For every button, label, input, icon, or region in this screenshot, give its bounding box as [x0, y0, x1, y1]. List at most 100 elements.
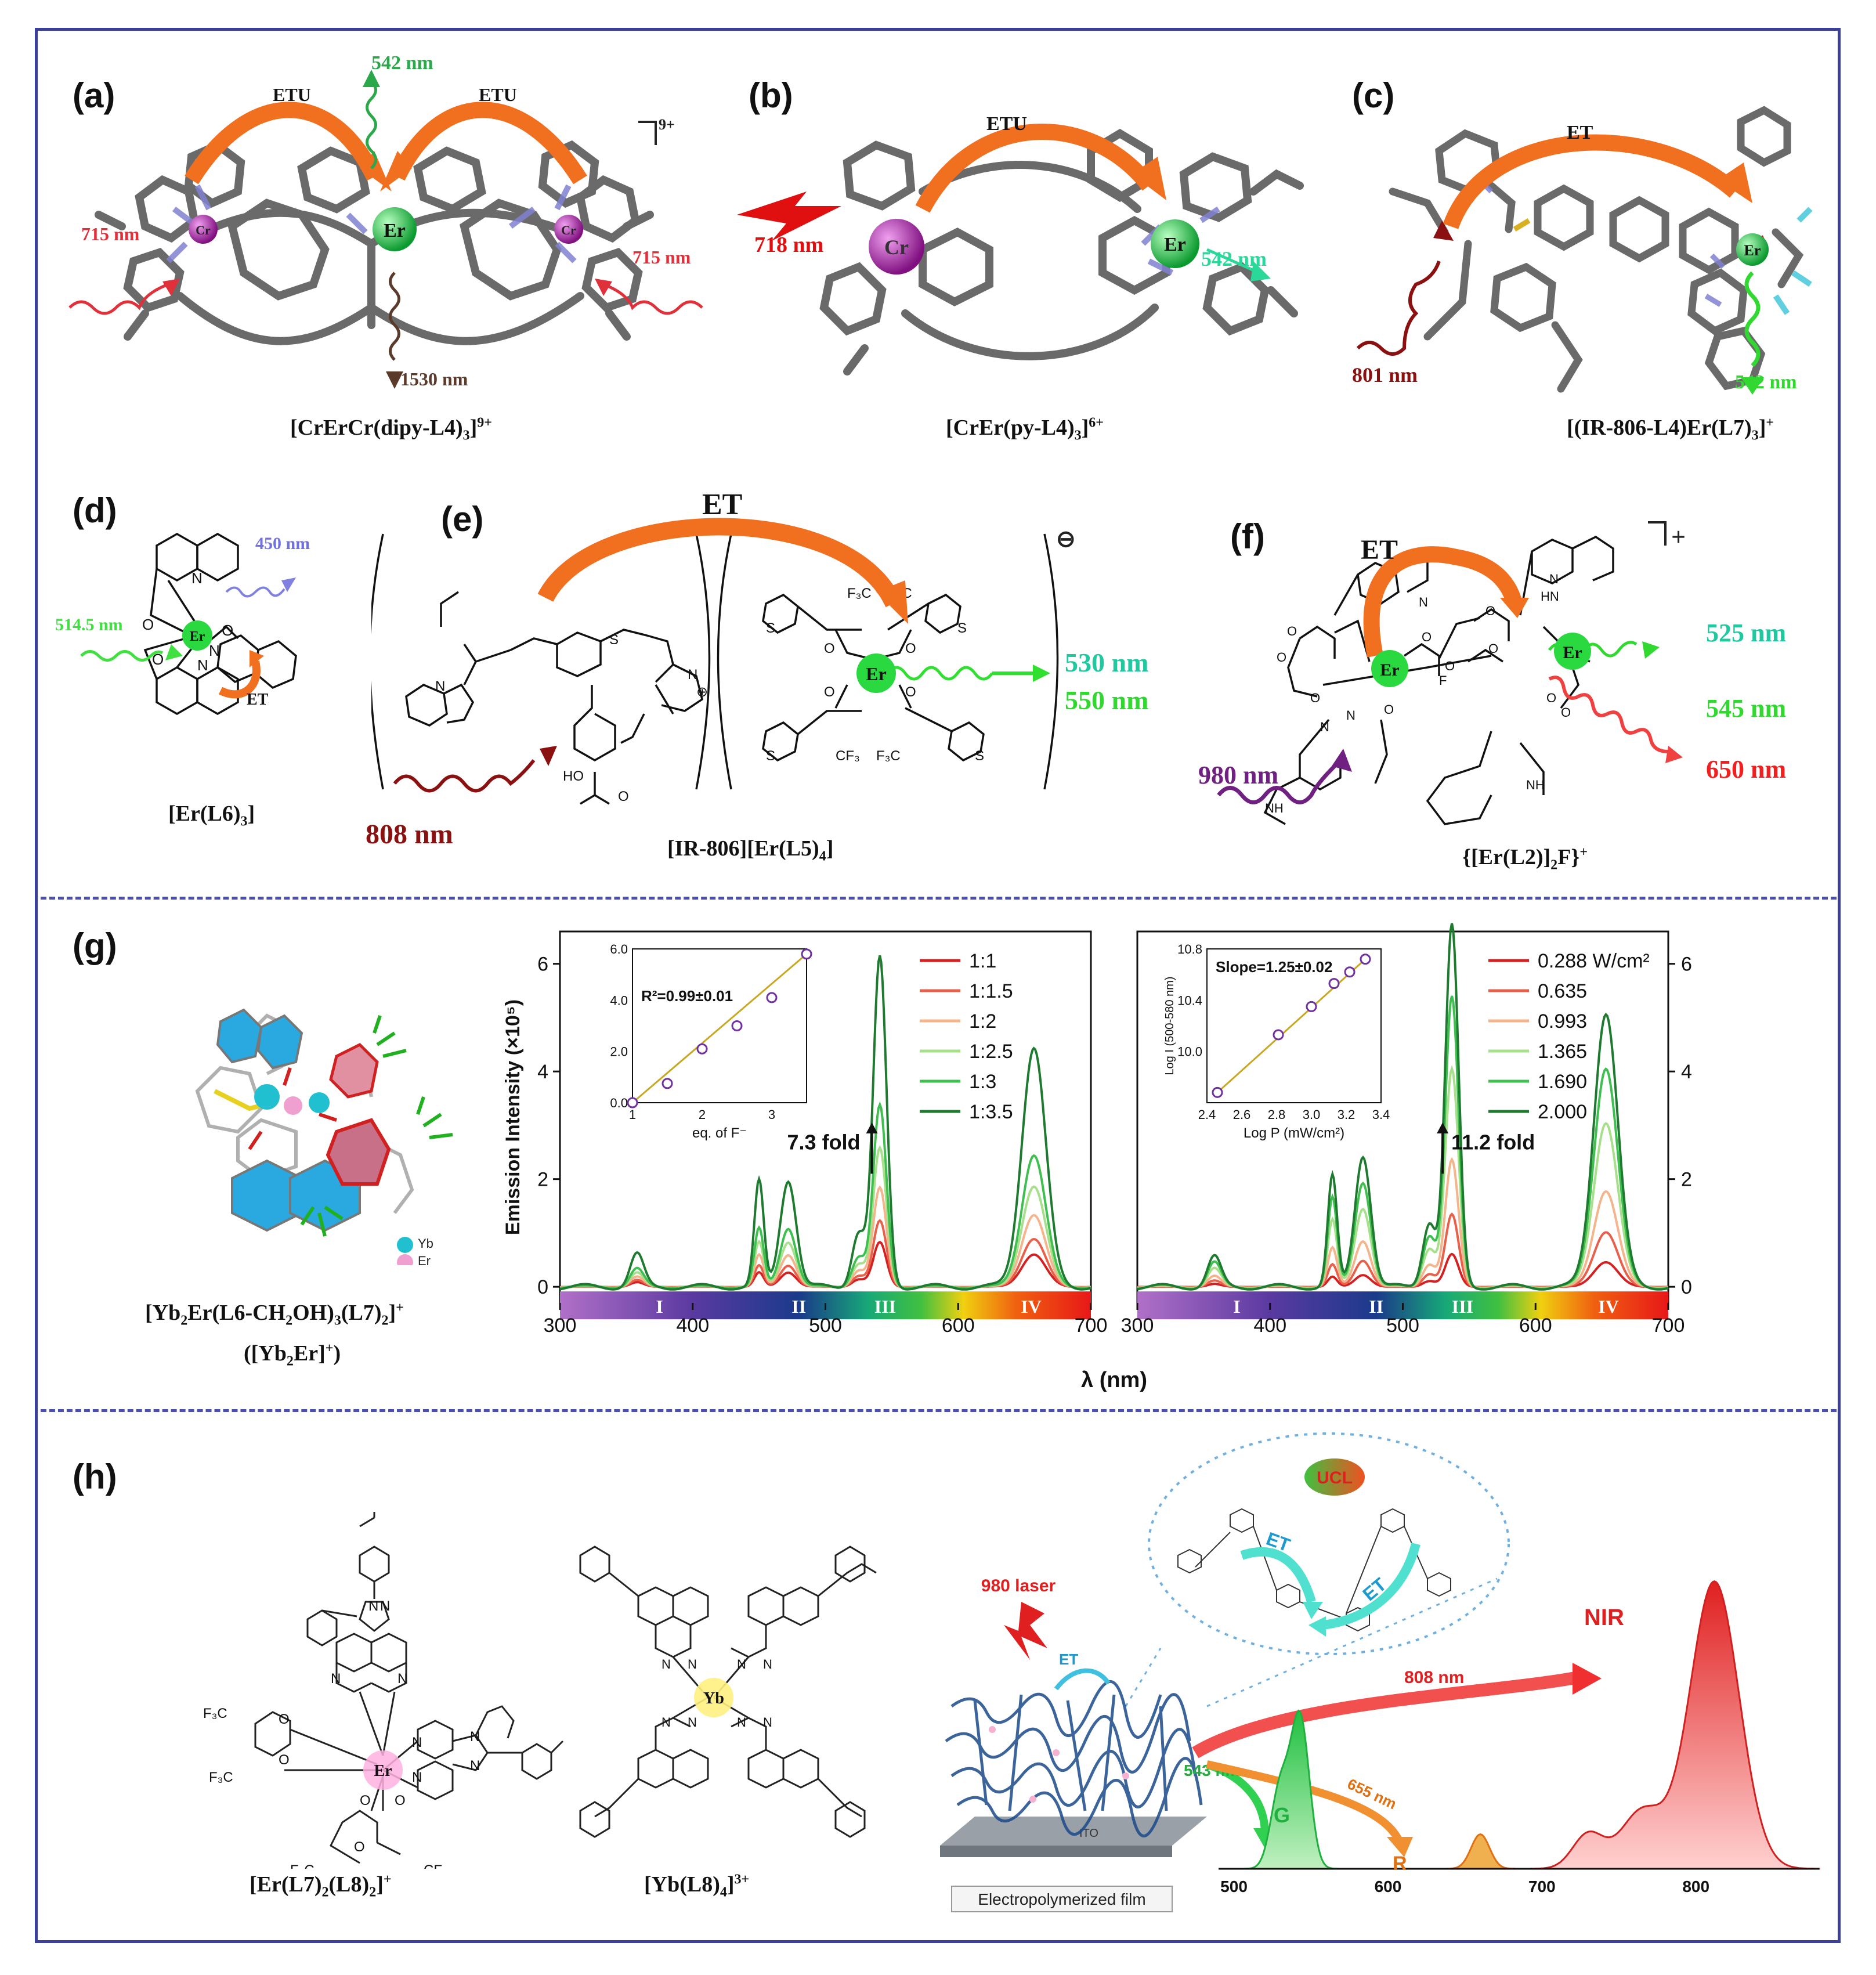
panel-a-label: (a): [73, 76, 115, 115]
g1-legend-label: 1.690: [1538, 1071, 1587, 1093]
g0-inset-point: [662, 1078, 673, 1089]
g0-ytick-label: 4: [537, 1061, 548, 1083]
svg-text:O: O: [1485, 604, 1495, 618]
svg-text:N: N: [688, 1715, 697, 1730]
g1-inset-fit: [1216, 958, 1367, 1093]
separator-2: [41, 1409, 1837, 1412]
g1-inset-xtick: 3.0: [1303, 1107, 1321, 1122]
svg-text:CF₃: CF₃: [424, 1862, 448, 1869]
svg-text:O: O: [1546, 691, 1556, 705]
svg-text:S: S: [609, 632, 619, 648]
panel-h-caption-1: [Er(L7)2(L8)2]+: [250, 1872, 392, 1900]
g1-xtick-label: 700: [1652, 1315, 1685, 1337]
g1-inset-ytick: 10.8: [1177, 942, 1202, 956]
g0-inset-point: [766, 992, 778, 1003]
panel-b-718nm: 718 nm: [754, 233, 824, 257]
panel-a-caption: [CrErCr(dipy-L4)3]9+: [290, 415, 492, 443]
svg-text:F₃C: F₃C: [290, 1862, 315, 1869]
panel-g-caption-1: [Yb2Er(L6-CH2OH)3(L7)2]+: [145, 1300, 404, 1328]
g0-fold-arrowhead: [866, 1122, 878, 1133]
peak-g-label: G: [1274, 1803, 1290, 1827]
svg-text:O: O: [1287, 624, 1297, 638]
legend-yb: Yb: [418, 1236, 433, 1251]
svg-text:O: O: [395, 1793, 406, 1808]
g0-inset-point: [731, 1020, 743, 1031]
panel-b-molecule: Cr Er: [737, 124, 1304, 375]
g1-ytick-label: 4: [1681, 1061, 1692, 1083]
g1-inset-xtick: 2.6: [1233, 1107, 1251, 1122]
panel-d-label: (d): [73, 491, 117, 530]
g1-legend-label: 0.993: [1538, 1010, 1587, 1032]
h-spectrum-nir: [1510, 1580, 1820, 1870]
svg-text:N: N: [435, 678, 445, 694]
svg-text:S: S: [975, 748, 984, 764]
svg-text:N: N: [1320, 720, 1329, 734]
panel-f-525nm: 525 nm: [1706, 619, 1787, 647]
svg-text:N: N: [412, 1735, 422, 1750]
panel-a-715nm-left: 715 nm: [81, 223, 140, 244]
g0-inset-xtick: 2: [699, 1107, 706, 1122]
panel-c-label: (c): [1352, 76, 1395, 115]
panel-g-caption-2: ([Yb2Er]+): [244, 1341, 341, 1369]
svg-text:S: S: [957, 620, 967, 636]
g1-inset-xtick: 2.8: [1268, 1107, 1286, 1122]
panel-h-device: UCL ET ET 980 laser ITO ET Electropolyme…: [940, 1432, 1820, 1912]
svg-text:O: O: [222, 622, 233, 639]
panel-a-1530nm: 1530 nm: [400, 369, 468, 389]
g0-inset-ytick: 4.0: [610, 993, 628, 1008]
svg-text:N: N: [737, 1715, 746, 1730]
g1-inset-point: [1344, 966, 1356, 978]
svg-text:N: N: [763, 1715, 772, 1730]
panel-c-et: ET: [1567, 122, 1593, 143]
g1-ytick-label: 0: [1681, 1276, 1692, 1298]
panel-b-542nm: 542 nm: [1201, 247, 1267, 270]
panel-f-545nm: 545 nm: [1706, 694, 1787, 723]
separator-1: [41, 897, 1837, 900]
g0-xtick-label: 700: [1075, 1315, 1108, 1337]
g-xlabel: λ (nm): [1081, 1368, 1147, 1392]
film-label: Electropolymerized film: [978, 1890, 1145, 1908]
svg-text:N: N: [368, 1598, 378, 1614]
svg-text:O: O: [354, 1839, 365, 1855]
panel-f-980nm: 980 nm: [1198, 761, 1279, 789]
svg-text:HO: HO: [563, 768, 584, 784]
ucl-badge: UCL: [1317, 1468, 1353, 1487]
svg-text:N: N: [331, 1671, 341, 1687]
h-xtick-label: 700: [1528, 1877, 1556, 1895]
svg-text:O: O: [1445, 659, 1455, 673]
svg-text:F₃C: F₃C: [847, 586, 872, 601]
g0-xtick-label: 300: [544, 1315, 577, 1337]
g1-series-line: [1137, 923, 1669, 1291]
cr-atom-2: Cr: [561, 223, 576, 237]
svg-text:HN: HN: [1541, 589, 1559, 604]
svg-text:O: O: [1310, 691, 1320, 705]
panel-b-etu: ETU: [986, 113, 1027, 135]
panel-c-caption: [(IR-806-L4)Er(L7)3]+: [1567, 415, 1774, 443]
svg-text:N: N: [191, 569, 203, 587]
g0-inset-xtick: 1: [629, 1107, 636, 1122]
g0-legend-label: 1:2: [969, 1010, 996, 1032]
svg-text:F₃C: F₃C: [876, 748, 901, 764]
panel-a-etu-right: ETU: [479, 84, 517, 105]
panel-h-label: (h): [73, 1457, 117, 1496]
svg-text:O: O: [1277, 650, 1286, 665]
g0-xtick-label: 600: [942, 1315, 975, 1337]
panel-f-caption: {[Er(L2)]2F}+: [1462, 844, 1588, 873]
g1-inset-xtick: 2.4: [1198, 1107, 1216, 1122]
svg-text:N: N: [412, 1770, 422, 1785]
panel-e-label: (e): [441, 500, 484, 539]
g0-inset-ytick: 0.0: [610, 1096, 628, 1110]
g1-xtick-label: 500: [1386, 1315, 1419, 1337]
er-atom-2: Er: [1563, 643, 1582, 662]
er-atom: Er: [374, 1762, 392, 1780]
panel-f-650nm: 650 nm: [1706, 755, 1787, 783]
g1-legend-label: 0.635: [1538, 980, 1587, 1002]
g0-band-0: I: [656, 1296, 663, 1317]
svg-text:N: N: [470, 1729, 480, 1745]
svg-text:O: O: [279, 1712, 290, 1727]
g1-legend-label: 0.288 W/cm²: [1538, 950, 1650, 972]
svg-text:O: O: [824, 684, 835, 700]
svg-text:F: F: [1439, 673, 1447, 688]
